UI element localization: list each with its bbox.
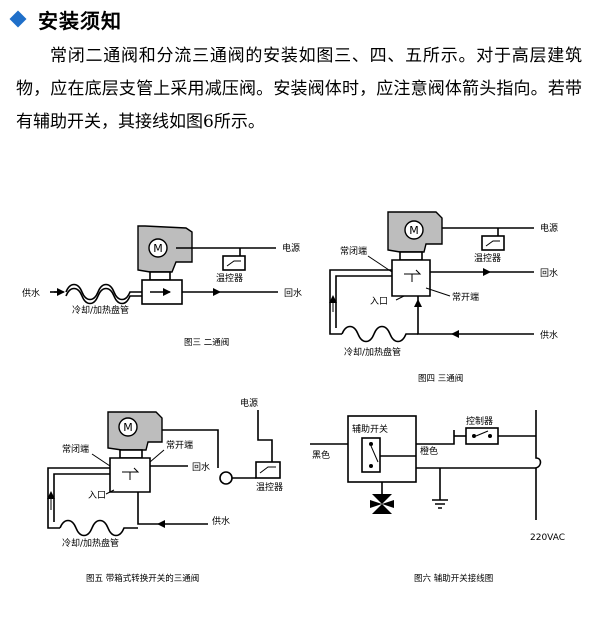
fig5-nc-label: 常闭端 <box>62 443 89 455</box>
fig3-thermostat-label: 温控器 <box>216 272 243 284</box>
intro-text: 常闭二通阀和分流三通阀的安装如图三、四、五所示。对于高层建筑物，应在底层支管上采… <box>16 46 582 132</box>
fig4-thermostat <box>481 235 505 251</box>
fig6-voltage-label: 220VAC <box>530 533 565 543</box>
fig4-coil <box>341 325 418 343</box>
fig6-orange-label: 橙色 <box>420 445 438 457</box>
fig5-coil <box>59 519 138 537</box>
fig4-power-label: 电源 <box>540 222 558 234</box>
fig5-thermostat-label: 温控器 <box>256 481 283 493</box>
fig5-power-label: 电源 <box>240 397 258 409</box>
fig5-return-label: 回水 <box>192 461 210 473</box>
fig5-inlet-label: 入口 <box>88 490 106 501</box>
fig3-caption: 图三 二通阀 <box>184 337 229 348</box>
fig5-caption: 图五 带箱式转换开关的三通阀 <box>86 573 199 584</box>
section-title: 安装须知 <box>38 8 122 33</box>
fig3-thermostat <box>222 255 246 271</box>
fig4-motor-icon <box>404 220 424 240</box>
fig4-thermostat-label: 温控器 <box>474 252 501 264</box>
fig4-valve-body <box>391 259 431 297</box>
fig5-coil-label: 冷却/加热盘管 <box>62 537 119 549</box>
fig6-black-label: 黑色 <box>312 449 330 461</box>
figure-6-aux-switch-wiring: 辅助开关 黑色 橙色 控制器 220VAC 图六 辅助开关接线图 <box>310 410 565 584</box>
section-header: 安装须知 <box>8 6 122 33</box>
ground-icon <box>432 499 448 509</box>
fig5-switch-box <box>219 471 233 485</box>
fig5-motor-label: M <box>123 421 133 434</box>
fig6-aux-switch <box>361 437 381 473</box>
fig6-switch-box <box>347 415 417 483</box>
fig5-power-line <box>257 410 273 462</box>
figure-5-three-way-valve-with-switch: M 电源 温控器 常闭端 常开端 回水 入口 供水 冷却/加热盘管 图五 带箱式… <box>47 397 283 584</box>
figure-3-two-way-valve: M 电源 温控器 供水 冷却/加热盘管 回水 图三 二通阀 <box>22 225 302 348</box>
fig5-thermostat <box>255 461 281 479</box>
fig6-controller-label: 控制器 <box>466 415 493 427</box>
fig4-no-label: 常开端 <box>452 291 479 303</box>
fig4-supply-label: 供水 <box>540 329 558 341</box>
fig6-aux-switch-label: 辅助开关 <box>352 423 388 435</box>
fig6-power-line <box>535 410 542 520</box>
fig5-no-label: 常开端 <box>166 439 193 451</box>
fig6-controller <box>465 427 499 445</box>
fig4-caption: 图四 三通阀 <box>418 373 463 384</box>
fig3-supply-label: 供水 <box>22 287 40 299</box>
fig4-motor-label: M <box>409 224 419 237</box>
fig3-power-label: 电源 <box>282 242 300 254</box>
fig4-return-label: 回水 <box>540 267 558 279</box>
fig5-supply-label: 供水 <box>212 515 230 527</box>
fig4-nc-label: 常闭端 <box>340 245 367 257</box>
fig3-motor-icon <box>148 238 168 258</box>
fig3-motor-label: M <box>153 242 163 255</box>
fig4-coil-label: 冷却/加热盘管 <box>344 346 401 358</box>
fig5-supply-line <box>137 492 208 525</box>
fig3-coil <box>65 283 142 301</box>
intro-paragraph: 常闭二通阀和分流三通阀的安装如图三、四、五所示。对于高层建筑物，应在底层支管上采… <box>16 40 582 139</box>
fig3-coil-label: 冷却/加热盘管 <box>72 304 129 316</box>
fig4-inlet-label: 入口 <box>370 296 388 307</box>
fig5-motor-icon <box>118 417 138 437</box>
figure-4-three-way-valve: M 电源 温控器 常闭端 回水 常开端 供水 入口 冷却/加热盘管 <box>329 211 558 384</box>
fig6-caption: 图六 辅助开关接线图 <box>414 573 493 584</box>
fig3-return-label: 回水 <box>284 287 302 299</box>
